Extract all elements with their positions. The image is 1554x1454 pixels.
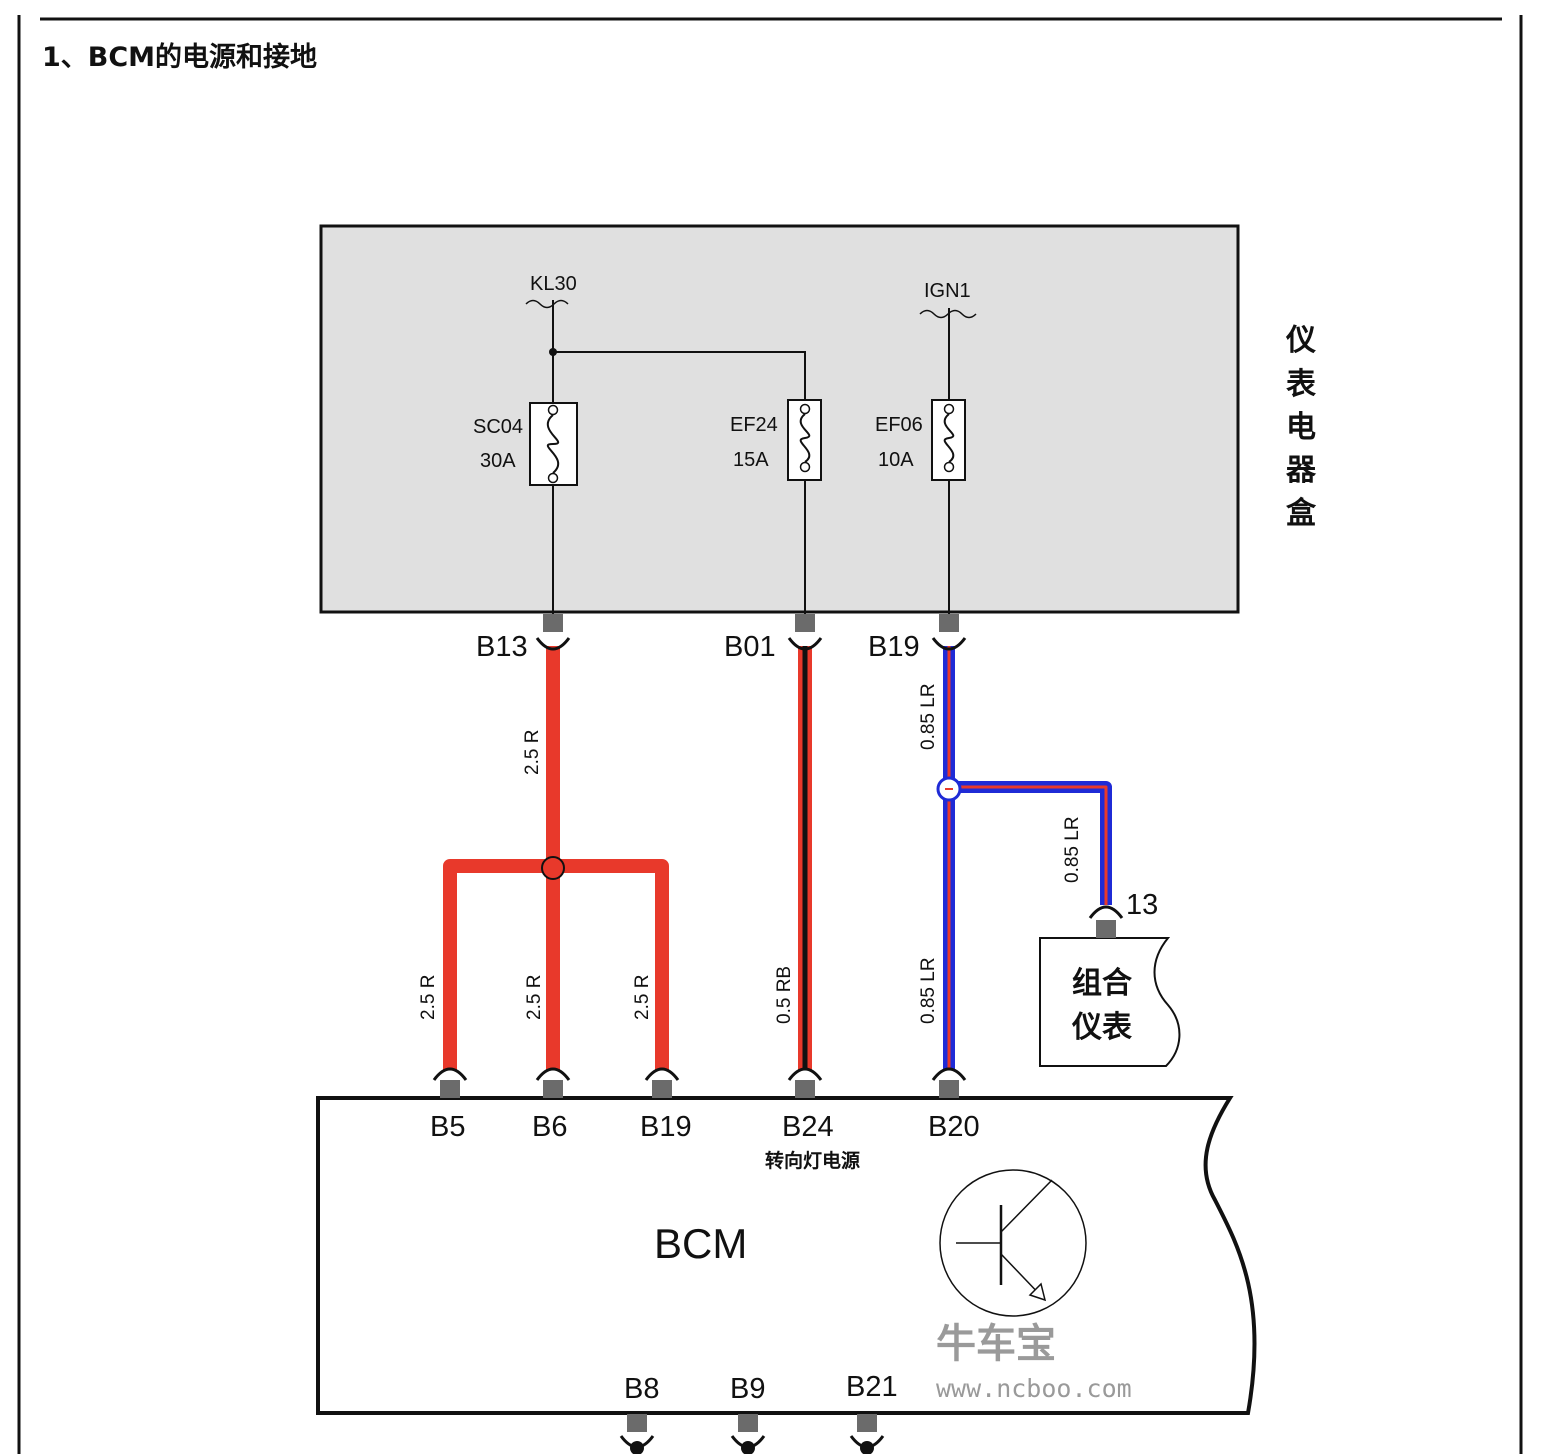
bcm-title: BCM <box>654 1220 747 1267</box>
watermark-brand: 牛车宝 <box>936 1321 1056 1367</box>
bcm-pin-b6: B6 <box>532 1111 567 1143</box>
kl30-junction-dot <box>549 348 557 356</box>
connector-icon <box>1088 905 1124 938</box>
fuse-sc04-rating: 30A <box>480 450 516 472</box>
bcm-pin-b5: B5 <box>430 1111 465 1143</box>
connector-icon <box>644 1067 680 1098</box>
wire-label-blue-upper: 0.85 LR <box>918 683 939 750</box>
fuse-ef24 <box>787 399 822 481</box>
watermark-url: www.ncboo.com <box>936 1374 1132 1403</box>
wire-label-blue-branch: 0.85 LR <box>1062 816 1083 883</box>
wire-blue-red <box>943 646 1112 1070</box>
wire-label-red-b19: 2.5 R <box>632 975 653 1020</box>
bcm-pin-b9: B9 <box>730 1373 765 1405</box>
connector-icon <box>849 1414 885 1454</box>
bcm-pin-b20: B20 <box>928 1111 980 1143</box>
bcm-module-box <box>316 1096 1257 1415</box>
fuse-box-label-char: 仪 <box>1285 323 1316 358</box>
kl30-bus-line <box>553 351 806 400</box>
connector-icon <box>787 1067 823 1098</box>
connector-icon <box>730 1414 766 1454</box>
connector-icon <box>535 1067 571 1098</box>
section-title: 1、BCM的电源和接地 <box>42 41 317 73</box>
fuse-ef24-id: EF24 <box>730 414 778 436</box>
connector-icon <box>535 614 571 651</box>
wire-label-red-b5: 2.5 R <box>418 975 439 1020</box>
fuse-ef24-rating: 15A <box>733 449 769 471</box>
bcm-pin-b21: B21 <box>846 1371 898 1403</box>
pin-label-b01: B01 <box>724 631 776 663</box>
fuse-ef06-id: EF06 <box>875 414 923 436</box>
bcm-pin-b19: B19 <box>640 1111 692 1143</box>
pin-label-b19-top: B19 <box>868 631 920 663</box>
kl30-wave-icon <box>525 299 569 309</box>
bcm-b24-note: 转向灯电源 <box>765 1149 860 1172</box>
transistor-icon <box>939 1169 1087 1317</box>
connector-icon <box>432 1067 468 1098</box>
fuse-box-label: 仪 表 电 器 盒 <box>1285 323 1317 531</box>
fuse-ef06-rating: 10A <box>878 449 914 471</box>
wire-label-red-main: 2.5 R <box>522 730 543 775</box>
cluster-label-line2: 仪表 <box>1071 1010 1132 1045</box>
kl30-label: KL30 <box>530 273 577 295</box>
cluster-pin-label: 13 <box>1126 889 1158 921</box>
fuse-box-label-char: 盒 <box>1286 496 1317 531</box>
red-splice-icon <box>541 856 565 880</box>
cluster-label-line1: 组合 <box>1072 966 1132 1001</box>
ign1-label: IGN1 <box>924 280 971 302</box>
wire-label-red-b6: 2.5 R <box>524 975 545 1020</box>
connector-icon <box>931 1067 967 1098</box>
connector-icon <box>931 614 967 651</box>
fuse-sc04-id: SC04 <box>473 416 523 438</box>
bcm-pin-b8: B8 <box>624 1373 659 1405</box>
fuse-box-label-char: 电 <box>1286 410 1316 445</box>
fuse-ef06 <box>931 399 966 481</box>
fuse-sc04 <box>529 402 578 486</box>
instrument-cluster-box <box>1039 937 1181 1067</box>
wire-label-blue-lower: 0.85 LR <box>918 957 939 1024</box>
bcm-pin-b24: B24 <box>782 1111 834 1143</box>
fuse-box-label-char: 表 <box>1286 367 1316 402</box>
fuse-box-label-char: 器 <box>1285 453 1317 488</box>
fuse-box <box>319 224 1240 614</box>
pin-label-b13: B13 <box>476 631 528 663</box>
wire-label-redblack: 0.5 RB <box>774 966 795 1024</box>
connector-icon <box>619 1414 655 1454</box>
connector-icon <box>787 614 823 651</box>
